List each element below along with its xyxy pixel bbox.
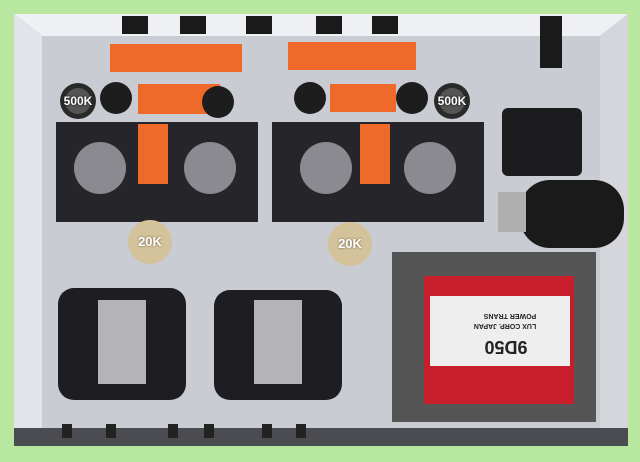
top-connectors	[122, 16, 562, 68]
resistor-right	[328, 222, 372, 266]
potentiometer-left	[60, 83, 96, 119]
power-transformer	[392, 252, 596, 422]
tube-plate-left	[56, 122, 258, 222]
choke-block	[502, 108, 582, 176]
terminal-strip-left	[110, 44, 242, 114]
terminal-strip-right	[288, 42, 416, 112]
power-transformer-type: POWER TRANS	[483, 312, 537, 319]
power-transformer-model: 9D50	[484, 337, 528, 357]
bottom-switches	[62, 424, 306, 438]
tube-plate-right	[272, 122, 484, 222]
power-transformer-brand: LUX CORP. JAPAN	[473, 322, 537, 329]
potentiometer-right	[434, 83, 470, 119]
resistor-left	[128, 220, 172, 264]
filter-capacitor	[498, 180, 624, 248]
output-transformer-left	[58, 288, 186, 400]
small-tube-sockets	[100, 82, 428, 118]
output-transformer-right	[214, 290, 342, 400]
